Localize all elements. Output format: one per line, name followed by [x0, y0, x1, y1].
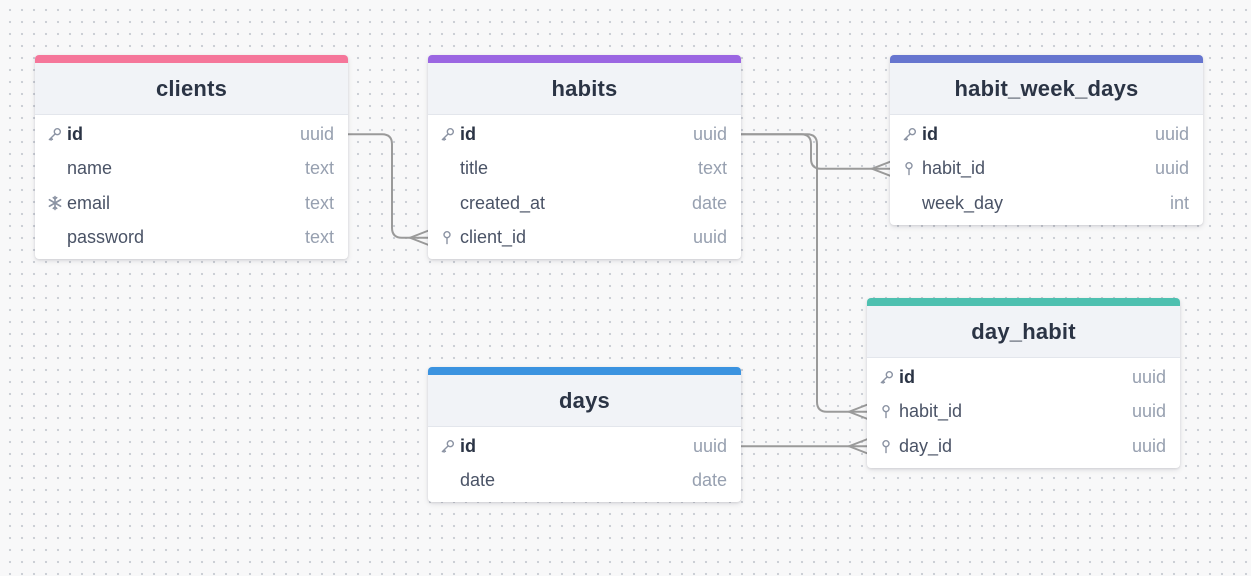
field-name: created_at	[460, 192, 546, 213]
table-day-habit[interactable]: day_habit id uuid habit_id uuid day_id u…	[867, 298, 1180, 468]
table-clients[interactable]: clients id uuid name text email text pas…	[35, 55, 348, 259]
foreign-key-icon	[879, 439, 899, 454]
crows-foot-icon	[871, 160, 891, 177]
field-row-email[interactable]: email text	[35, 186, 348, 221]
relation-line	[741, 133, 890, 170]
field-row-id[interactable]: id uuid	[428, 117, 741, 152]
crows-foot-icon	[848, 438, 868, 455]
field-name: habit_id	[899, 401, 963, 422]
field-row-habit-id[interactable]: habit_id uuid	[890, 152, 1203, 187]
field-name: date	[460, 470, 496, 491]
field-row-created-at[interactable]: created_at date	[428, 186, 741, 221]
field-row-client-id[interactable]: client_id uuid	[428, 221, 741, 256]
field-name: day_id	[899, 435, 953, 456]
table-title: clients	[155, 75, 228, 101]
field-row-name[interactable]: name text	[35, 152, 348, 187]
field-name: client_id	[460, 227, 527, 248]
table-header-clients[interactable]: clients	[35, 55, 348, 115]
field-row-id[interactable]: id uuid	[428, 429, 741, 464]
field-name: id	[67, 123, 83, 144]
field-row-title[interactable]: title text	[428, 152, 741, 187]
field-name: password	[67, 227, 145, 248]
table-habits[interactable]: habits id uuid title text created_at dat…	[428, 55, 741, 259]
field-type: uuid	[692, 123, 727, 144]
field-type: text	[697, 158, 727, 179]
field-type: uuid	[1131, 366, 1166, 387]
field-type: uuid	[692, 227, 727, 248]
field-name: title	[460, 158, 489, 179]
field-type: uuid	[1131, 435, 1166, 456]
field-name: email	[67, 192, 111, 213]
table-title: habit_week_days	[954, 75, 1139, 101]
table-fields: id uuid date date	[428, 427, 741, 502]
relation-line	[348, 133, 428, 239]
field-type: uuid	[692, 435, 727, 456]
field-row-id[interactable]: id uuid	[867, 360, 1180, 395]
table-days[interactable]: days id uuid date date	[428, 367, 741, 502]
table-header-days[interactable]: days	[428, 367, 741, 427]
table-header-habit-week-days[interactable]: habit_week_days	[890, 55, 1203, 115]
field-type: int	[1169, 192, 1189, 213]
relation-line	[741, 133, 867, 413]
field-type: text	[304, 158, 334, 179]
foreign-key-icon	[440, 230, 460, 245]
field-row-day-id[interactable]: day_id uuid	[867, 429, 1180, 464]
field-type: text	[304, 227, 334, 248]
field-type: uuid	[299, 123, 334, 144]
field-row-password[interactable]: password text	[35, 221, 348, 256]
field-name: id	[922, 123, 938, 144]
table-fields: id uuid title text created_at date clien…	[428, 115, 741, 259]
foreign-key-icon	[879, 404, 899, 419]
field-row-date[interactable]: date date	[428, 464, 741, 499]
table-title: habits	[551, 75, 618, 101]
table-fields: id uuid habit_id uuid week_day int	[890, 115, 1203, 225]
field-name: id	[899, 366, 915, 387]
foreign-key-icon	[902, 161, 922, 176]
field-type: uuid	[1154, 123, 1189, 144]
field-row-week-day[interactable]: week_day int	[890, 186, 1203, 221]
field-name: habit_id	[922, 158, 986, 179]
key-icon	[879, 370, 899, 385]
snowflake-icon	[47, 195, 67, 211]
key-icon	[440, 439, 460, 454]
table-title: days	[559, 387, 610, 413]
field-name: id	[460, 435, 476, 456]
field-type: date	[691, 470, 727, 491]
crows-foot-icon	[409, 229, 429, 246]
table-fields: id uuid habit_id uuid day_id uuid	[867, 358, 1180, 468]
field-row-habit-id[interactable]: habit_id uuid	[867, 395, 1180, 430]
field-name: name	[67, 158, 113, 179]
table-fields: id uuid name text email text password te…	[35, 115, 348, 259]
table-habit-week-days[interactable]: habit_week_days id uuid habit_id uuid we…	[890, 55, 1203, 225]
field-type: text	[304, 192, 334, 213]
field-row-id[interactable]: id uuid	[890, 117, 1203, 152]
table-header-habits[interactable]: habits	[428, 55, 741, 115]
field-name: id	[460, 123, 476, 144]
field-type: uuid	[1131, 401, 1166, 422]
key-icon	[440, 127, 460, 142]
table-header-day-habit[interactable]: day_habit	[867, 298, 1180, 358]
field-type: uuid	[1154, 158, 1189, 179]
field-row-id[interactable]: id uuid	[35, 117, 348, 152]
table-title: day_habit	[971, 318, 1076, 344]
key-icon	[47, 127, 67, 142]
field-name: week_day	[922, 192, 1004, 213]
field-type: date	[691, 192, 727, 213]
key-icon	[902, 127, 922, 142]
crows-foot-icon	[848, 403, 868, 420]
